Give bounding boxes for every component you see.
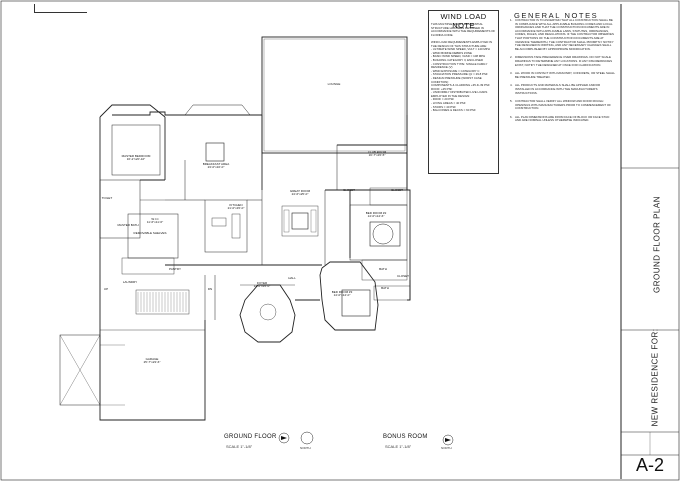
wind-load-note-box: WIND LOAD NOTE THIS MULTIPLE FAMILY RESI… — [428, 10, 499, 174]
general-notes-title: GENERAL NOTES — [514, 11, 599, 20]
general-notes-list: 1.CONTRACTOR IS TO ASCERTAIN THAT ALL CO… — [510, 18, 616, 128]
general-note-item: 2.DIMENSIONS TAKE PRECEDENCE OVER DRAWIN… — [510, 55, 613, 67]
room-label-bath-3: BATH — [381, 286, 389, 290]
project-title: NEW RESIDENCE FOR: — [650, 328, 660, 427]
room-label-closet-3: CLOSET — [396, 274, 410, 278]
north-label-2: NORTH — [441, 446, 452, 450]
room-label-closet-2: CLOSET — [390, 188, 404, 192]
room-label-master-bath: MASTER BATH — [117, 223, 139, 227]
room-label-wic: W.I.C 11'-6"x11'-6" — [146, 217, 164, 225]
room-label-bedroom-2: BED ROOM #2 14'-0"x14'-6" — [365, 211, 387, 219]
room-label-kitchen: KITCHEN 21'-0"x15'-0" — [227, 203, 245, 211]
sheet-title: GROUND FLOOR PLAN — [652, 196, 662, 293]
room-label-master-bedroom: MASTER BEDROOM 16'-2"x20'-10" — [121, 154, 151, 162]
room-label-pantry: PANTRY — [169, 267, 181, 271]
room-label-removable-shelves: REMOVABLE SHELVES — [133, 231, 167, 235]
room-label-toilet: TOILET — [101, 196, 113, 200]
general-note-item: 4.ALL PRODUCTS AND MATERIALS SHALL BE AP… — [510, 83, 601, 95]
room-label-foyer: FOYER 14'-0"x15'-0" — [253, 281, 271, 289]
room-label-garage: GARAGE 25'-7"x23'-6" — [143, 357, 161, 365]
room-label-great-room: GREAT ROOM 24'-6"x25'-0" — [289, 189, 311, 197]
ground-floor-label: GROUND FLOOR — [224, 434, 277, 440]
room-label-club-room: CLUB ROOM 16'-7"x15'-5" — [367, 150, 387, 158]
room-label-bedroom-3: BED ROOM #3 14'-0"x14'-0" — [331, 290, 353, 298]
room-label-bath-2: BATH — [379, 267, 387, 271]
general-note-item: 6.ALL PLAN DIMENSIONS ARE FROM FACE OF B… — [510, 114, 610, 123]
room-label-hall: HALL — [288, 276, 296, 280]
bonus-room-scale: SCALE 1"-1/8" — [385, 444, 412, 449]
room-label-closet-1: CLOSET — [342, 188, 356, 192]
general-note-item: 5.CONTRACTOR SHALL VERIFY ALL WINDOW AND… — [510, 99, 611, 111]
general-note-item: 1.CONTRACTOR IS TO ASCERTAIN THAT ALL CO… — [510, 18, 614, 51]
room-label-lounge: LOUNGE — [327, 82, 341, 86]
wind-load-note-body: THIS MULTIPLE FAMILY RESIDENTIAL STRUCTU… — [431, 22, 496, 113]
bonus-room-label: BONUS ROOM — [383, 434, 428, 440]
room-label-breakfast-area: BREAKFAST AREA 23'-0"x16'-0" — [202, 162, 230, 170]
room-label-up: UP — [103, 287, 109, 291]
room-label-dn: DN — [207, 287, 213, 291]
general-note-item: 3.ALL WOOD IN CONTACT WITH MASONRY, CONC… — [510, 71, 616, 79]
wind-load-note-title: WIND LOAD NOTE — [440, 12, 487, 30]
ground-floor-scale: SCALE 1"-1/8" — [226, 444, 253, 449]
corner-mark — [34, 4, 87, 13]
sheet-number: A-2 — [635, 455, 664, 475]
north-label-1: NORTH — [300, 446, 311, 450]
room-label-laundry: LAUNDRY — [122, 280, 138, 284]
